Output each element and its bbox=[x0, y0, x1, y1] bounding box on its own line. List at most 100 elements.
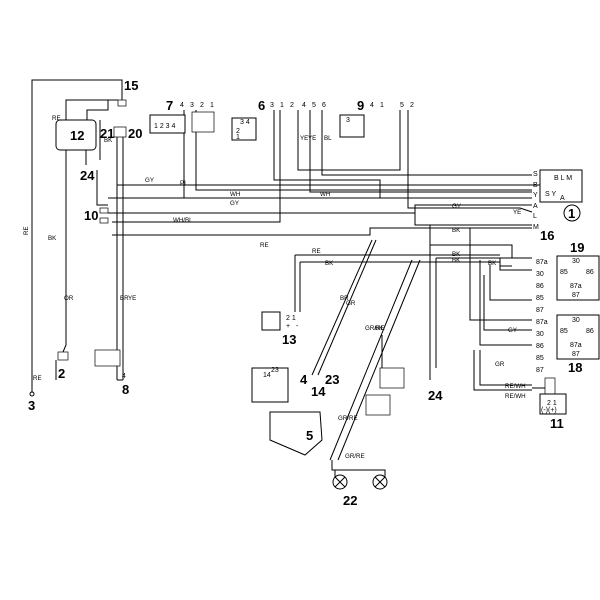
svg-text:1: 1 bbox=[210, 102, 214, 109]
svg-text:RE: RE bbox=[23, 226, 30, 235]
svg-text:1: 1 bbox=[380, 102, 384, 109]
svg-text:1: 1 bbox=[568, 206, 575, 221]
svg-text:(-)(+): (-)(+) bbox=[541, 407, 557, 414]
svg-text:RE/WH: RE/WH bbox=[505, 383, 526, 390]
svg-text:RE: RE bbox=[33, 375, 42, 382]
svg-text:RE: RE bbox=[260, 242, 269, 249]
svg-text:3: 3 bbox=[28, 398, 35, 413]
svg-text:PI: PI bbox=[180, 180, 186, 187]
svg-text:4: 4 bbox=[122, 373, 126, 380]
svg-text:RE: RE bbox=[312, 248, 321, 255]
svg-text:B: B bbox=[533, 182, 538, 189]
component-9: 3 9 4 1 5 2 bbox=[339, 98, 414, 138]
svg-text:87a: 87a bbox=[536, 319, 548, 326]
svg-text:S: S bbox=[533, 171, 538, 178]
svg-text:S Y: S Y bbox=[545, 191, 556, 198]
svg-text:87: 87 bbox=[536, 367, 544, 374]
svg-text:RE: RE bbox=[52, 115, 61, 122]
component-2: 2 bbox=[57, 351, 69, 381]
svg-text:WH/BL: WH/BL bbox=[173, 217, 193, 224]
svg-text:87a: 87a bbox=[570, 283, 582, 290]
svg-text:10: 10 bbox=[84, 208, 98, 223]
svg-text:5: 5 bbox=[312, 102, 316, 109]
svg-text:2: 2 bbox=[58, 366, 65, 381]
svg-text:2: 2 bbox=[200, 102, 204, 109]
svg-text:15: 15 bbox=[124, 78, 138, 93]
svg-text:30: 30 bbox=[536, 331, 544, 338]
svg-text:16: 16 bbox=[540, 228, 554, 243]
svg-text:GR/RE: GR/RE bbox=[365, 325, 385, 332]
svg-text:GR: GR bbox=[346, 300, 356, 307]
svg-text:11: 11 bbox=[550, 416, 564, 431]
svg-text:5: 5 bbox=[306, 428, 313, 443]
svg-text:23: 23 bbox=[271, 367, 279, 374]
svg-text:7: 7 bbox=[166, 98, 173, 113]
svg-text:WH: WH bbox=[230, 191, 240, 198]
svg-text:14: 14 bbox=[263, 372, 271, 379]
svg-text:14: 14 bbox=[311, 384, 326, 399]
svg-text:+: + bbox=[286, 323, 290, 330]
svg-text:86: 86 bbox=[586, 269, 594, 276]
svg-text:GY: GY bbox=[452, 203, 461, 210]
svg-text:6: 6 bbox=[322, 102, 326, 109]
svg-text:M: M bbox=[533, 224, 539, 231]
svg-text:YE: YE bbox=[128, 295, 136, 302]
component-14-23: 14 23 4 14 23 bbox=[251, 367, 339, 403]
svg-text:86: 86 bbox=[536, 283, 544, 290]
svg-text:22: 22 bbox=[343, 493, 357, 508]
component-12: 12 bbox=[55, 119, 97, 151]
svg-text:4: 4 bbox=[302, 102, 306, 109]
svg-text:87: 87 bbox=[572, 292, 580, 299]
svg-text:23: 23 bbox=[325, 372, 339, 387]
svg-text:85: 85 bbox=[536, 355, 544, 362]
svg-text:87a: 87a bbox=[570, 342, 582, 349]
component-24-right: 24 bbox=[428, 388, 443, 403]
svg-text:2: 2 bbox=[410, 102, 414, 109]
svg-text:GY: GY bbox=[145, 177, 154, 184]
svg-text:3: 3 bbox=[346, 117, 350, 124]
svg-text:BK: BK bbox=[325, 260, 334, 267]
svg-text:30: 30 bbox=[572, 258, 580, 265]
svg-text:24: 24 bbox=[80, 168, 95, 183]
component-22: 22 bbox=[332, 474, 388, 508]
svg-text:YE: YE bbox=[300, 135, 308, 142]
svg-text:1: 1 bbox=[236, 134, 240, 141]
svg-text:YE: YE bbox=[513, 209, 521, 216]
component-15: 15 bbox=[117, 78, 138, 107]
svg-text:BL: BL bbox=[324, 135, 332, 142]
svg-text:OR: OR bbox=[64, 295, 74, 302]
svg-text:BK: BK bbox=[452, 227, 461, 234]
svg-text:A: A bbox=[533, 203, 538, 210]
svg-text:85: 85 bbox=[560, 328, 568, 335]
svg-text:YE: YE bbox=[308, 135, 316, 142]
connectors-mid bbox=[365, 367, 405, 416]
svg-text:1 2 3 4: 1 2 3 4 bbox=[154, 123, 176, 130]
svg-text:GR/RE: GR/RE bbox=[338, 415, 358, 422]
svg-text:21: 21 bbox=[100, 126, 114, 141]
component-6: 3 4 2 1 6 3 1 2 4 5 6 bbox=[231, 98, 326, 141]
svg-text:B L M: B L M bbox=[554, 175, 572, 182]
svg-text:L: L bbox=[533, 213, 537, 220]
svg-text:3 4: 3 4 bbox=[240, 119, 250, 126]
svg-text:BK: BK bbox=[104, 137, 113, 144]
svg-text:18: 18 bbox=[568, 360, 582, 375]
svg-text:BK: BK bbox=[48, 235, 57, 242]
svg-text:20: 20 bbox=[128, 126, 142, 141]
component-3: 3 bbox=[28, 391, 35, 413]
svg-text:4: 4 bbox=[300, 372, 308, 387]
svg-text:GR: GR bbox=[495, 361, 505, 368]
svg-text:13: 13 bbox=[282, 332, 296, 347]
component-5: 5 bbox=[269, 411, 323, 456]
component-16: 16 bbox=[540, 228, 554, 243]
svg-text:BK: BK bbox=[488, 260, 497, 267]
svg-text:12: 12 bbox=[70, 128, 84, 143]
svg-text:4: 4 bbox=[370, 102, 374, 109]
svg-text:86: 86 bbox=[536, 343, 544, 350]
wire-labels: RE RE BK BK OR GY WH WH PI GY WH/BL RE R… bbox=[23, 115, 526, 460]
svg-text:2 1: 2 1 bbox=[286, 315, 296, 322]
svg-text:85: 85 bbox=[560, 269, 568, 276]
svg-text:GR/RE: GR/RE bbox=[345, 453, 365, 460]
component-1: B L M S Y A 1 S B Y A L M bbox=[533, 169, 583, 231]
svg-text:BR: BR bbox=[120, 295, 129, 302]
